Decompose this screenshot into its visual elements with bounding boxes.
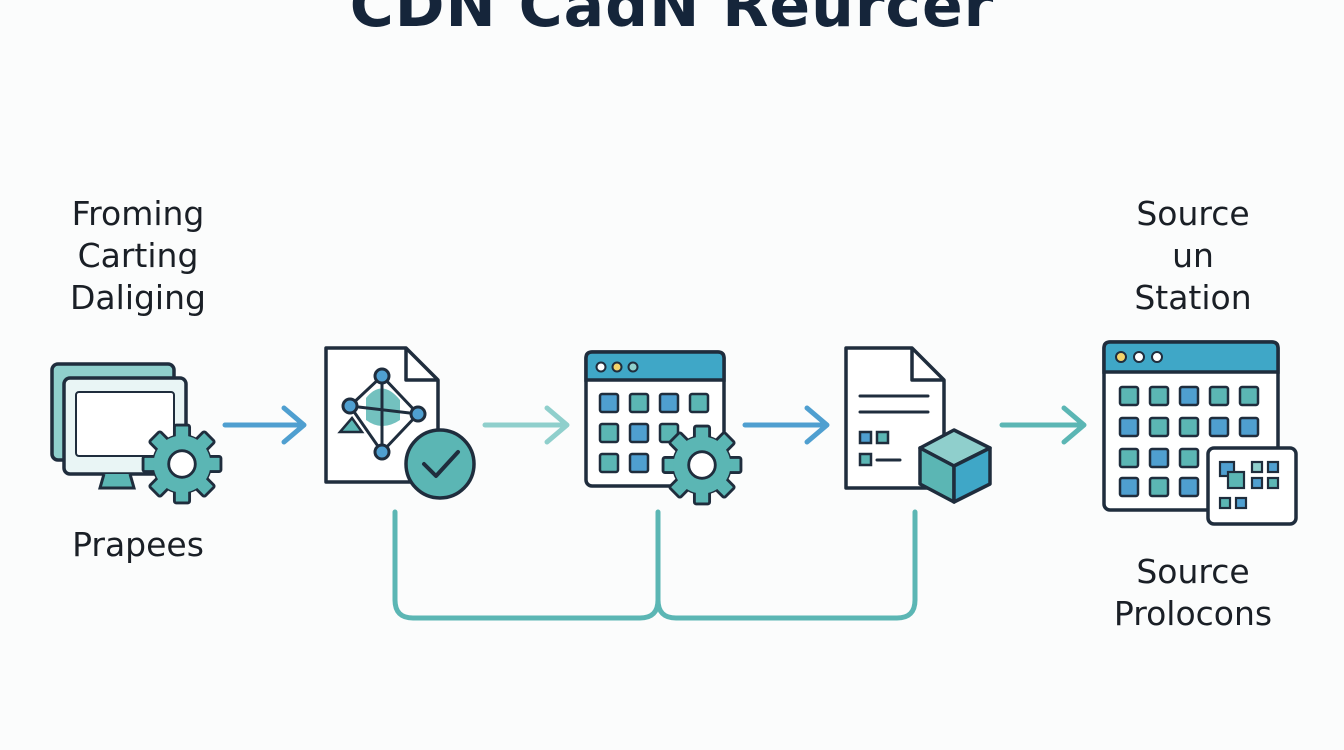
arrow-4 (999, 405, 1087, 445)
monitor-gear-icon (50, 362, 223, 505)
bracket-connector (392, 509, 918, 621)
label-line: Prolocons (1113, 594, 1273, 633)
page-title: CDN CadN Reurcer (349, 0, 995, 41)
arrow-3 (742, 405, 830, 445)
label-right-top: Source un Station (1095, 193, 1291, 319)
document-cube-icon (844, 346, 992, 504)
label-right-bottom: Source Prolocons (1085, 551, 1301, 635)
label-line: Station (1134, 278, 1252, 317)
label-line: Carting (77, 236, 199, 275)
arrow-2 (482, 405, 570, 445)
label-line: Source (1136, 552, 1250, 591)
label-line: un (1172, 236, 1214, 275)
label-line: Source (1136, 194, 1250, 233)
label-left-bottom: Prapees (72, 525, 204, 564)
label-line: Daliging (70, 278, 206, 317)
network-document-check-icon (324, 346, 476, 500)
arrow-1 (222, 405, 307, 445)
label-left-top: Froming Carting Daliging (30, 193, 246, 319)
label-line: Froming (71, 194, 205, 233)
calendar-grid-gear-icon (584, 350, 743, 506)
calendar-grid-icon (1102, 340, 1298, 526)
